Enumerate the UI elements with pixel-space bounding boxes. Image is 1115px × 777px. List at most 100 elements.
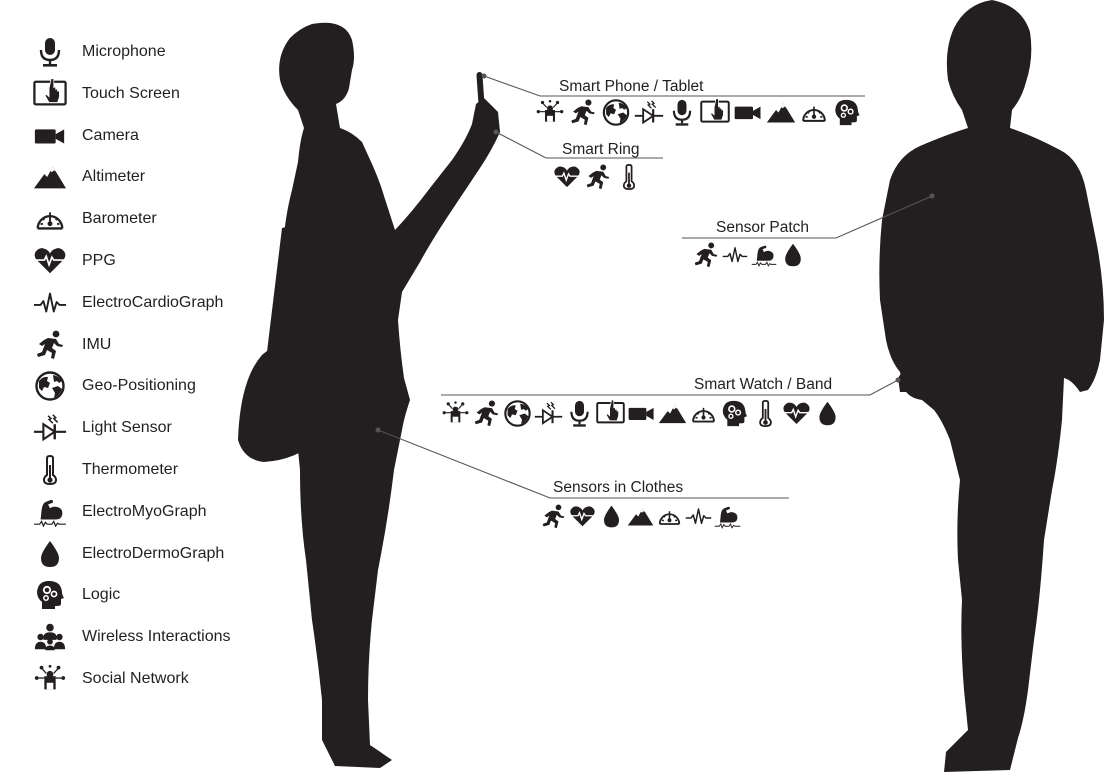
legend-item-emg: ElectroMyoGraph <box>30 492 207 532</box>
smart-watch-band-title: Smart Watch / Band <box>694 376 833 393</box>
legend-item-imu: IMU <box>30 325 111 365</box>
camera-icon <box>627 400 656 427</box>
legend-label: Altimeter <box>82 168 146 186</box>
emg-icon <box>30 495 70 529</box>
imu-icon <box>540 504 567 529</box>
social-network-icon <box>441 400 470 427</box>
legend-item-altimeter: Altimeter <box>30 157 145 197</box>
logic-icon <box>832 99 862 126</box>
ppg-icon <box>782 400 811 427</box>
legend-item-logic: Logic <box>30 575 120 615</box>
leader-lines <box>375 73 935 499</box>
thermometer-icon <box>615 164 643 190</box>
leader-sensors-in-clothes <box>377 429 789 499</box>
imu-icon <box>30 328 70 362</box>
eda-icon <box>598 504 625 529</box>
ecg-icon <box>722 242 748 268</box>
ecg-icon <box>30 286 70 320</box>
legend-label: Wireless Interactions <box>82 628 231 646</box>
globe-icon <box>30 369 70 403</box>
smart-phone-tablet-title: Smart Phone / Tablet <box>559 78 704 95</box>
legend-item-ppg: PPG <box>30 241 116 281</box>
leader-smart-ring <box>495 131 663 159</box>
eda-icon <box>30 537 70 571</box>
barometer-icon <box>30 202 70 236</box>
emg-icon <box>751 242 777 268</box>
legend-item-thermometer: Thermometer <box>30 450 178 490</box>
imu-icon <box>472 400 501 427</box>
legend-label: Social Network <box>82 670 189 687</box>
legend-label: Barometer <box>82 210 157 228</box>
imu-icon <box>693 242 719 268</box>
legend-item-social-network: Social Network <box>30 659 189 699</box>
microphone-icon <box>667 99 697 126</box>
light-sensor-icon <box>534 400 563 427</box>
legend-label: IMU <box>82 335 112 353</box>
barometer-icon <box>656 504 683 529</box>
camera-icon <box>733 99 763 126</box>
sensors-in-clothes-sensors <box>540 504 743 529</box>
imu-icon <box>584 164 612 190</box>
social-network-icon <box>30 662 70 696</box>
social-network-icon <box>535 99 565 126</box>
legend-label: Geo-Positioning <box>82 377 196 395</box>
emg-icon <box>714 504 741 529</box>
sensor-patch-sensors <box>693 242 809 268</box>
sensor-patch-title: Sensor Patch <box>716 219 810 236</box>
altimeter-icon <box>658 400 687 427</box>
smart-ring-sensors <box>553 164 646 190</box>
ppg-icon <box>569 504 596 529</box>
barometer-icon <box>799 99 829 126</box>
altimeter-icon <box>766 99 796 126</box>
legend-label: ElectroMyoGraph <box>82 502 207 520</box>
altimeter-icon <box>627 504 654 529</box>
legend-label: Touch Screen <box>82 84 180 102</box>
legend-item-globe: Geo-Positioning <box>30 366 196 406</box>
legend-label: Camera <box>82 126 139 144</box>
light-sensor-icon <box>634 99 664 126</box>
legend-item-eda: ElectroDermoGraph <box>30 534 224 574</box>
legend-item-light-sensor: Light Sensor <box>30 408 172 448</box>
smart-phone-tablet-sensors <box>535 99 865 126</box>
legend-item-wireless: Wireless Interactions <box>30 617 231 657</box>
legend-item-ecg: ElectroCardioGraph <box>30 283 223 323</box>
ecg-icon <box>685 504 712 529</box>
imu-icon <box>568 99 598 126</box>
smart-ring-title: Smart Ring <box>562 141 640 158</box>
microphone-icon <box>30 35 70 69</box>
logic-icon <box>30 578 70 612</box>
ppg-icon <box>553 164 581 190</box>
ppg-icon <box>30 244 70 278</box>
legend-label: ElectroCardioGraph <box>82 293 224 311</box>
leader-sensor-patch <box>682 195 933 239</box>
leader-smart-phone <box>483 75 865 97</box>
eda-icon <box>813 400 842 427</box>
wireless-icon <box>30 620 70 654</box>
altimeter-icon <box>30 160 70 194</box>
touch-screen-icon <box>30 77 70 111</box>
sensors-in-clothes-title: Sensors in Clothes <box>553 479 684 496</box>
eda-icon <box>780 242 806 268</box>
legend-item-touch-screen: Touch Screen <box>30 74 180 114</box>
logic-icon <box>720 400 749 427</box>
legend-item-microphone: Microphone <box>30 32 166 72</box>
thermometer-icon <box>751 400 780 427</box>
man-silhouette <box>879 0 1104 772</box>
legend-label: PPG <box>82 252 116 269</box>
legend-label: Logic <box>82 586 121 604</box>
barometer-icon <box>689 400 718 427</box>
smart-watch-band-sensors <box>441 400 844 427</box>
touch-screen-icon <box>596 400 625 427</box>
thermometer-icon <box>30 453 70 487</box>
globe-icon <box>601 99 631 126</box>
touch-screen-icon <box>700 99 730 126</box>
legend-item-camera: Camera <box>30 116 139 156</box>
camera-icon <box>30 119 70 153</box>
legend-label: Thermometer <box>82 461 179 478</box>
legend-item-barometer: Barometer <box>30 199 157 239</box>
legend-label: Microphone <box>82 43 166 60</box>
legend-label: ElectroDermoGraph <box>82 544 225 562</box>
leader-smart-watch <box>441 379 899 396</box>
light-sensor-icon <box>30 411 70 445</box>
